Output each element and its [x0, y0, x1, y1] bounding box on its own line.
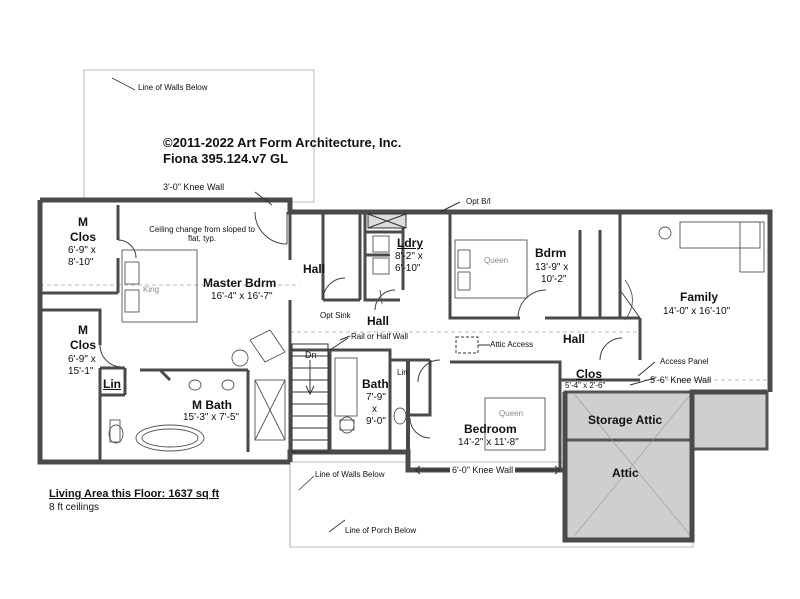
attic-fill-right: [690, 390, 769, 451]
lin-1-name: Lin: [103, 377, 121, 391]
opt-bi-marker: [367, 201, 461, 229]
copyright-text: ©2011-2022 Art Form Architecture, Inc.: [163, 135, 402, 150]
queen-label-2: Queen: [499, 409, 524, 418]
knee-wall-attic-label: 5'-6" Knee Wall: [650, 375, 712, 385]
bath-name: Bath: [362, 377, 389, 391]
king-label: King: [143, 285, 160, 294]
clos-name: Clos: [576, 367, 603, 381]
clos-dim: 5'-4" x 2'-6": [565, 381, 606, 390]
bdrm-name: Bdrm: [535, 246, 567, 260]
bdrm-dim1: 13'-9" x: [535, 262, 569, 273]
m-clos-1-dim1: 6'-9" x: [68, 245, 96, 256]
hall-3-name: Hall: [563, 332, 586, 346]
rail: [329, 335, 351, 351]
ldry-dim2: 6'-10": [395, 263, 421, 274]
attic-access-box: [455, 336, 479, 354]
queen-bed-1: [454, 239, 528, 299]
bedroom-dim: 14'-2" x 11'-8": [458, 437, 519, 448]
queen-bed-2: [484, 397, 546, 451]
m-clos-2-dim1: 6'-9" x: [68, 354, 96, 365]
bath-dim3: 9'-0": [366, 416, 386, 427]
m-clos-1-name1: M: [78, 215, 88, 229]
m-clos-2-dim2: 15'-1": [68, 366, 94, 377]
doors: [99, 211, 641, 439]
m-clos-1-dim2: 8'-10": [68, 257, 94, 268]
ceilings-text: 8 ft ceilings: [49, 502, 100, 513]
leader-porch-below: [328, 519, 346, 533]
master-bdrm-dim: 16'-4" x 16'-7": [211, 291, 273, 302]
lamp: [658, 226, 672, 240]
ldry-dim1: 8'-2" x: [395, 251, 423, 262]
stairs-dn-label: Dn: [305, 350, 317, 360]
ldry-name: Ldry: [397, 236, 424, 250]
bath-dim1: 7'-9": [366, 392, 386, 403]
king-bed: [121, 249, 198, 323]
opt-bi-label: Opt B/I: [466, 197, 491, 206]
chair: [249, 329, 286, 363]
guide-label-porch-below: Line of Porch Below: [345, 526, 417, 535]
rail-label: Rail or Half Wall: [351, 332, 409, 341]
tub: [135, 424, 205, 452]
guide-label-walls-below-bottom: Line of Walls Below: [315, 470, 385, 479]
knee-wall-master-label: 3'-0" Knee Wall: [163, 182, 225, 192]
attic-name: Attic: [612, 466, 639, 480]
m-clos-1-name2: Clos: [70, 230, 97, 244]
m-bath-dim: 15'-3" x 7'-5": [183, 412, 239, 423]
leader-walls-below-top: [111, 77, 136, 91]
stairs: [291, 343, 329, 453]
sofa: [679, 221, 761, 249]
queen-label-1: Queen: [484, 256, 509, 265]
living-area-text: Living Area this Floor: 1637 sq ft: [49, 488, 220, 500]
lin-2-name: Lin: [397, 368, 408, 377]
leader-walls-below-bottom: [298, 475, 315, 491]
plan-name: Fiona 395.124.v7 GL: [163, 151, 289, 166]
family-dim: 14'-0" x 16'-10": [663, 306, 731, 317]
storage-attic-name: Storage Attic: [588, 413, 663, 427]
family-name: Family: [680, 290, 719, 304]
furniture: [108, 221, 765, 452]
opt-sink-label: Opt Sink: [320, 311, 351, 320]
hall-1-name: Hall: [303, 262, 326, 276]
bdrm-dim2: 10'-2": [541, 274, 567, 285]
access-panel-label: Access Panel: [660, 357, 709, 366]
knee-wall-bedroom-label: 6'-0" Knee Wall: [450, 465, 516, 476]
guide-label-walls-below-top: Line of Walls Below: [138, 83, 208, 92]
m-clos-2-name1: M: [78, 323, 88, 337]
bedroom-name: Bedroom: [464, 422, 517, 436]
attic-access-label: Attic Access: [490, 340, 534, 349]
master-bdrm-name: Master Bdrm: [203, 276, 277, 290]
ceiling-change-note: Ceiling change from sloped to flat, typ.: [149, 225, 255, 244]
bath-dim2: x: [372, 404, 377, 415]
hall-2-name: Hall: [367, 314, 390, 328]
m-clos-2-name2: Clos: [70, 338, 97, 352]
m-bath-name: M Bath: [192, 398, 232, 412]
